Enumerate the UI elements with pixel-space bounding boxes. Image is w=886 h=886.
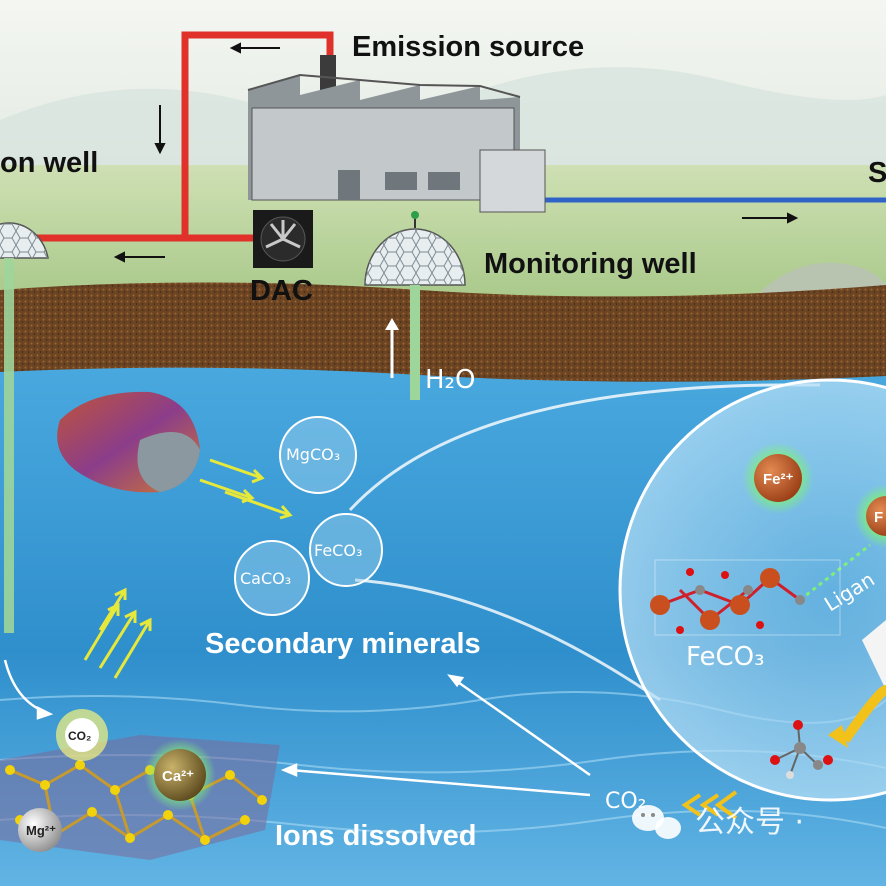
zoom-feco3-label: FeCO₃ [686, 642, 765, 672]
h2o-label: H₂O [425, 365, 475, 395]
injection-well-label: on well [0, 147, 98, 179]
soil-layer [0, 282, 886, 386]
red-pipe [0, 31, 334, 242]
mineral-bubbles [234, 416, 383, 616]
co2-ion [65, 718, 99, 752]
dac-label: DAC [250, 275, 313, 307]
ions-dissolved-label: Ions dissolved [275, 820, 476, 852]
right-edge-label: S [868, 157, 886, 189]
secondary-minerals-label: Secondary minerals [205, 628, 481, 660]
ca-ion [154, 749, 206, 801]
yellow-arrows [83, 458, 293, 679]
feco3-lattice [650, 568, 805, 634]
wechat-icon [632, 805, 681, 839]
zoom-circle [618, 378, 886, 802]
dac-unit [253, 210, 313, 268]
watermark-text: 公众号 · [695, 805, 804, 840]
ca-ion-label: Ca²⁺ [162, 768, 194, 785]
injection-dome [0, 222, 49, 259]
partial-ion-label: F [874, 509, 883, 526]
water-flow-arrows [3, 659, 591, 797]
mg-ion-label: Mg²⁺ [26, 823, 56, 838]
zoom-cone [348, 383, 821, 702]
fe-ion-label: Fe²⁺ [763, 471, 794, 488]
mineral-rock [57, 391, 201, 493]
mg-ion [18, 808, 62, 852]
injection-well-pipe [4, 258, 14, 633]
monitoring-well-pipe [410, 285, 420, 400]
ligand-molecule [770, 720, 833, 779]
feco3-bubble-label: FeCO₃ [314, 541, 362, 560]
mgco3-bubble-label: MgCO₃ [286, 445, 340, 464]
co2-yellow-chevrons [681, 790, 738, 820]
flow-arrows [113, 42, 799, 263]
caco3-bubble-label: CaCO₃ [240, 569, 291, 588]
factory [247, 55, 546, 213]
upward-arrow [385, 318, 399, 378]
co2-ion-label: CO₂ [68, 729, 91, 743]
monitoring-well-label: Monitoring well [484, 248, 697, 280]
emission-source-label: Emission source [352, 31, 584, 63]
monitoring-dome [364, 211, 466, 286]
